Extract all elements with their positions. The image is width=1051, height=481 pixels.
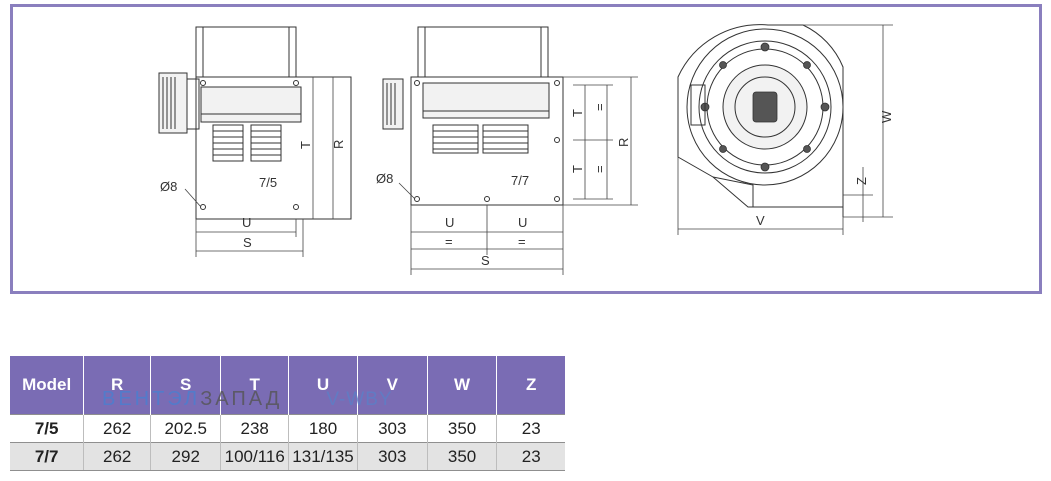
impeller-left bbox=[212, 124, 244, 162]
dim-equal-label-left: = bbox=[445, 234, 453, 249]
cell-r: 262 bbox=[83, 442, 152, 471]
table-row: 7/7 262 292 100/116 131/135 303 350 23 bbox=[10, 442, 565, 471]
motor-housing bbox=[382, 78, 404, 130]
dim-u-label-right: U bbox=[518, 215, 527, 230]
cell-z: 23 bbox=[496, 414, 565, 443]
impeller-right bbox=[482, 124, 529, 154]
cell-w: 350 bbox=[427, 442, 498, 471]
header-model: Model bbox=[10, 356, 85, 415]
dim-equal-label-bottom: = bbox=[592, 165, 607, 173]
cell-z: 23 bbox=[496, 442, 565, 471]
cell-model: 7/5 bbox=[10, 414, 85, 443]
header-w: W bbox=[427, 356, 498, 415]
dim-t-label: T bbox=[298, 141, 313, 149]
motor-housing bbox=[158, 72, 188, 134]
dim-z-label: Z bbox=[854, 177, 869, 185]
header-u: U bbox=[288, 356, 358, 415]
header-r: R bbox=[83, 356, 152, 415]
hole-diameter-label: Ø8 bbox=[376, 171, 393, 186]
impeller-left bbox=[432, 124, 479, 154]
header-v: V bbox=[357, 356, 428, 415]
dim-r-label: R bbox=[616, 138, 631, 147]
terminal-box bbox=[752, 91, 778, 123]
cell-model: 7/7 bbox=[10, 442, 85, 471]
motor-flange-outer bbox=[686, 28, 844, 186]
cell-s: 292 bbox=[150, 442, 222, 471]
cell-u: 180 bbox=[288, 414, 358, 443]
cell-u: 131/135 bbox=[288, 442, 358, 471]
header-z: Z bbox=[496, 356, 565, 415]
dim-v-label: V bbox=[756, 213, 765, 228]
dim-u-label: U bbox=[242, 215, 251, 230]
header-s: S bbox=[150, 356, 222, 415]
front-view-7-7 bbox=[382, 26, 638, 275]
cell-r: 262 bbox=[83, 414, 152, 443]
dimensions-table: Model R S T U V W Z 7/5 262 202.5 238 18… bbox=[10, 356, 565, 471]
header-t: T bbox=[220, 356, 290, 415]
dim-s-label: S bbox=[243, 235, 252, 250]
table-row: 7/5 262 202.5 238 180 303 350 23 bbox=[10, 414, 565, 443]
dim-s-label: S bbox=[481, 253, 490, 268]
cell-w: 350 bbox=[427, 414, 498, 443]
side-view bbox=[677, 24, 893, 235]
impeller-right bbox=[250, 124, 282, 162]
variant-label: 7/7 bbox=[511, 173, 529, 188]
dim-r-label: R bbox=[331, 140, 346, 149]
table-header-row: Model R S T U V W Z bbox=[10, 356, 565, 415]
dim-equal-label-top: = bbox=[592, 103, 607, 111]
hole-diameter-label: Ø8 bbox=[160, 179, 177, 194]
dim-w-label: W bbox=[879, 110, 894, 123]
dim-equal-label-right: = bbox=[518, 234, 526, 249]
cell-v: 303 bbox=[357, 414, 428, 443]
dim-t-label-bottom: T bbox=[570, 165, 585, 173]
variant-label: 7/5 bbox=[259, 175, 277, 190]
front-view-7-5 bbox=[158, 26, 352, 257]
volute-housing bbox=[677, 24, 844, 208]
dim-u-label-left: U bbox=[445, 215, 454, 230]
technical-drawing: T R U S 7/5 Ø8 bbox=[158, 24, 894, 275]
cell-t: 100/116 bbox=[220, 442, 290, 471]
cell-t: 238 bbox=[220, 414, 290, 443]
technical-drawing-frame: T R U S 7/5 Ø8 bbox=[10, 4, 1042, 294]
cell-v: 303 bbox=[357, 442, 428, 471]
dim-t-label-top: T bbox=[570, 109, 585, 117]
mounting-flange bbox=[195, 76, 352, 220]
cell-s: 202.5 bbox=[150, 414, 222, 443]
